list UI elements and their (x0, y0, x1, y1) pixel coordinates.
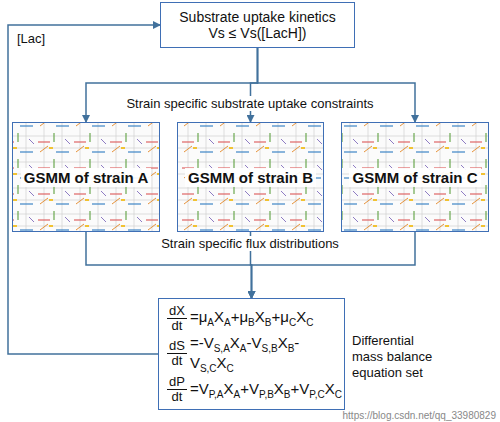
fraction: dSdt (167, 339, 187, 368)
equation-row: dXdt=μAXA+μBXB+μCXC (167, 304, 336, 333)
watermark: https://blog.csdn.net/qq_33980829 (302, 410, 496, 421)
model-title: GSMM of strain C (349, 168, 480, 187)
equation-box: dXdt=μAXA+μBXB+μCXCdSdt=-VS,AXA-VS,BXB-V… (158, 298, 345, 410)
subscript: C (306, 317, 313, 328)
equation-rhs: =μAXA+μBXB+μCXC (190, 308, 313, 328)
subscript: P,A (209, 389, 224, 400)
subscript: P,B (259, 389, 274, 400)
process-box: Substrate uptake kineticsVs ≤ Vs([LacH]) (160, 2, 355, 48)
edge-label-text: [Lac] (14, 31, 48, 46)
connector-arrow (8, 25, 160, 354)
subscript: A (224, 317, 231, 328)
fraction: dXdt (167, 304, 187, 333)
subscript: S,A (214, 343, 230, 354)
metabolic-map (178, 123, 323, 231)
side-heading: Differential mass balance equation set (352, 333, 448, 381)
subscript: S,C (200, 363, 217, 374)
subscript: B (248, 317, 255, 328)
subscript: B (284, 389, 291, 400)
equation-row: dPdt=VP,AXA+VP,BXB+VP,CXC (167, 375, 336, 404)
annotation-text: Strain specific flux distributions (158, 236, 342, 251)
equation-rhs: =VP,AXA+VP,BXB+VP,CXC (190, 380, 342, 400)
subscript: A (207, 317, 214, 328)
subscript: S,B (262, 343, 278, 354)
fraction: dPdt (167, 375, 187, 404)
model-box: GSMM of strain B (177, 122, 324, 232)
subscript: C (227, 363, 234, 374)
denominator: dt (172, 319, 183, 333)
box-text: Vs ≤ Vs([LacH]) (209, 25, 307, 41)
metabolic-map (342, 123, 488, 231)
equation-row: dSdt=-VS,AXA-VS,BXB-VS,CXC (167, 334, 336, 374)
numerator: dP (167, 375, 187, 390)
metabolic-map (13, 123, 159, 231)
numerator: dS (167, 339, 187, 354)
model-title: GSMM of strain A (21, 168, 151, 187)
edge-label: [Lac] (14, 31, 48, 46)
model-box: GSMM of strain A (12, 122, 160, 232)
equation-rhs: =-VS,AXA-VS,BXB-VS,CXC (190, 334, 336, 374)
subscript: B (288, 343, 295, 354)
denominator: dt (172, 354, 183, 368)
annotation-text: https://blog.csdn.net/qq_33980829 (343, 410, 496, 421)
subscript: A (234, 389, 241, 400)
annotation-text: Strain specific substrate uptake constra… (123, 96, 376, 111)
numerator: dX (167, 304, 187, 319)
model-box: GSMM of strain C (341, 122, 489, 232)
subscript: B (265, 317, 272, 328)
box-text: Substrate uptake kinetics (179, 9, 335, 25)
annotation: Strain specific flux distributions (80, 236, 420, 251)
annotation: Strain specific substrate uptake constra… (40, 96, 460, 111)
subscript: C (335, 389, 342, 400)
subscript: A (240, 343, 247, 354)
model-title: GSMM of strain B (185, 168, 316, 187)
denominator: dt (172, 390, 183, 404)
subscript: C (289, 317, 296, 328)
subscript: P,C (309, 389, 324, 400)
